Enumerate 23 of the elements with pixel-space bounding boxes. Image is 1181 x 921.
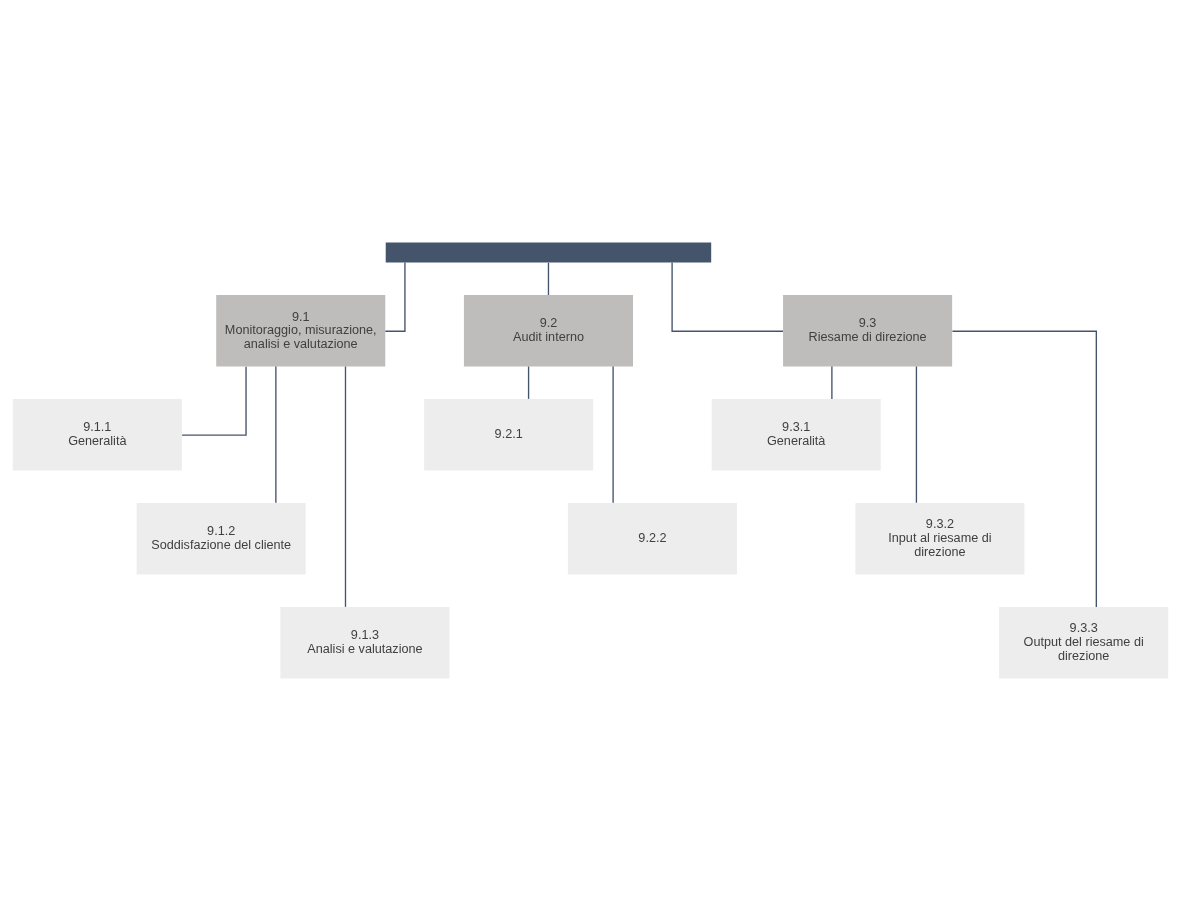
node-box: 9.2.2: [567, 503, 737, 575]
node-box: 9.2.1: [424, 399, 594, 471]
node-box: 9.3 Riesame di direzione: [783, 295, 953, 367]
connector: [915, 365, 918, 504]
connector: [547, 262, 550, 296]
connector: [951, 330, 1097, 608]
connector: [384, 261, 406, 332]
connector: [612, 365, 614, 504]
connector: [831, 365, 833, 400]
node-box: 9.3.1 Generalità: [711, 399, 881, 471]
node-box: [385, 242, 712, 263]
node-box: 9.1.1 Generalità: [12, 399, 182, 471]
connector: [527, 365, 530, 400]
connector: [671, 261, 784, 332]
node-box: 9.2 Audit interno: [463, 295, 633, 367]
node-box: 9.1.3 Analisi e valutazione: [280, 606, 450, 679]
connector: [344, 365, 347, 608]
node-box: 9.1 Monitoraggio, misurazione, analisi e valutazione: [216, 295, 386, 367]
connector: [181, 366, 247, 436]
node-box: 9.3.3 Output del riesame di direzione: [999, 606, 1169, 679]
connector: [275, 365, 277, 504]
node-box: 9.3.2 Input al riesame di direzione: [855, 503, 1025, 575]
node-box: 9.1.2 Soddisfazione del cliente: [136, 503, 306, 575]
